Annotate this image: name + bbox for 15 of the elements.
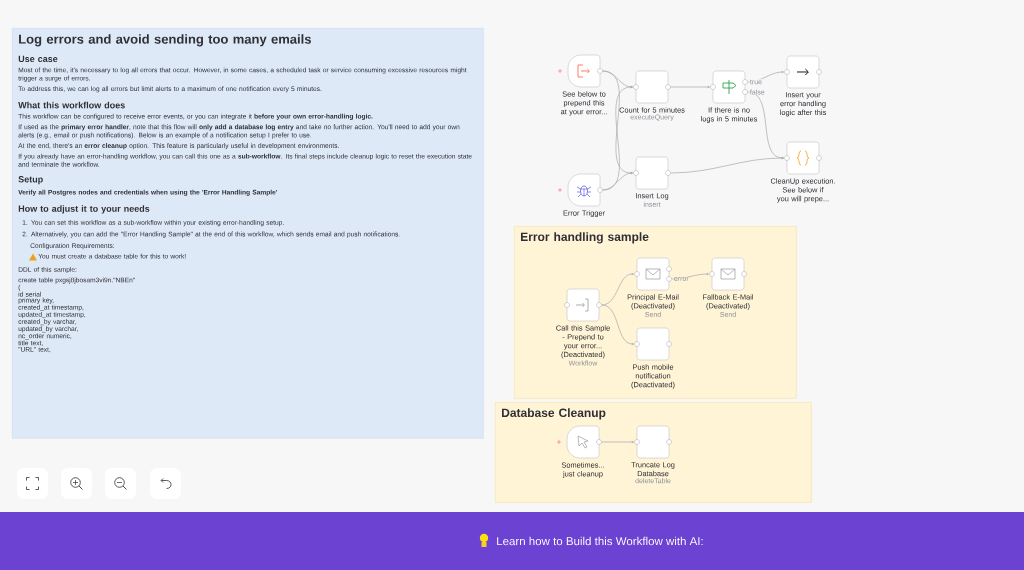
connector-arrow bbox=[671, 272, 709, 280]
connector-arrow bbox=[602, 70, 633, 175]
connector-arrow bbox=[601, 304, 634, 346]
section-heading: How to adjust it to your needs bbox=[18, 205, 150, 214]
section-heading: Setup bbox=[18, 176, 43, 185]
connector-arrow bbox=[747, 70, 784, 83]
connector-arrow bbox=[670, 156, 784, 174]
banner-text: Learn how to Build this Workflow with AI: bbox=[497, 536, 703, 546]
section-heading: What this workflow does bbox=[18, 101, 125, 109]
note-title: Log errors and avoid sending too many emails bbox=[19, 34, 311, 47]
connector-arrow bbox=[602, 171, 633, 191]
note-title: Error handling sample bbox=[521, 232, 649, 244]
section-heading: Use case bbox=[18, 55, 58, 63]
connector-arrow bbox=[601, 272, 634, 306]
note-title: Database Cleanup bbox=[502, 408, 606, 420]
